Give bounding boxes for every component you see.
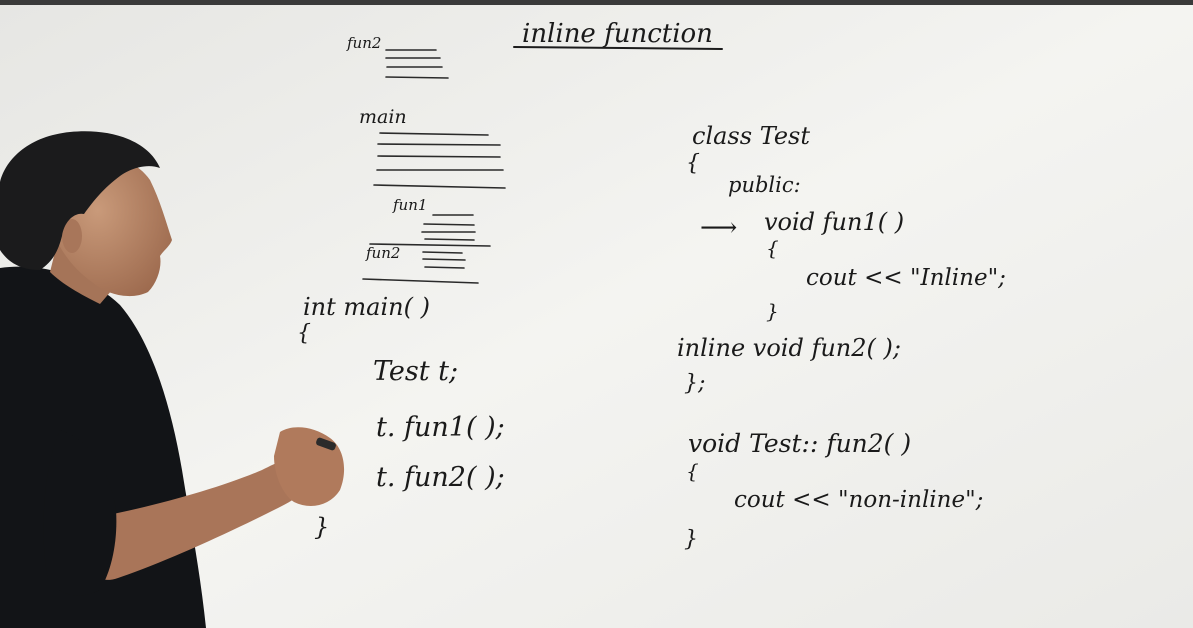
title-underline [513, 46, 723, 50]
method-fun1: void fun1( ) [764, 208, 904, 236]
pointer-arrow: ⟶ [700, 213, 737, 243]
main-line-2: t. fun1( ); [376, 412, 505, 443]
presenter-sleeve [43, 430, 117, 596]
main-line-1: Test t; [373, 356, 458, 387]
memory-sketch: fun2 main fun1 fun2 [346, 34, 506, 284]
definition-open-brace: { [686, 459, 699, 483]
main-code: int main( ) { Test t; t. fun1( ); t. fun… [297, 293, 505, 541]
fun1-label: fun1 [392, 196, 427, 214]
definition-close-brace: } [684, 527, 698, 552]
method-fun1-open: { [766, 236, 779, 260]
method-fun1-body: cout << "Inline"; [806, 265, 1006, 291]
access-specifier: public: [728, 173, 801, 197]
main-close-brace: } [314, 513, 329, 541]
inline-declaration: inline void fun2( ); [677, 334, 901, 362]
top-frame-edge [0, 0, 1193, 5]
main-signature: int main( ) [303, 293, 430, 321]
fun2-top-label: fun2 [346, 34, 381, 52]
definition-header: void Test:: fun2( ) [688, 429, 911, 458]
title: inline function [522, 19, 713, 49]
presenter [0, 131, 345, 628]
class-header: class Test [692, 122, 810, 150]
presenter-ear [62, 219, 82, 253]
class-close-brace: }; [684, 371, 705, 396]
main-label: main [359, 106, 407, 128]
presenter-hair [0, 131, 160, 270]
definition-body: cout << "non-inline"; [734, 487, 983, 513]
presenter-arm [77, 448, 324, 580]
marker-icon [316, 437, 336, 451]
class-open-brace: { [686, 151, 700, 176]
method-fun1-close: } [766, 299, 779, 323]
fun2-label: fun2 [365, 244, 400, 262]
main-line-3: t. fun2( ); [376, 462, 505, 493]
main-open-brace: { [297, 321, 311, 346]
class-code: class Test { public: ⟶ void fun1( ) { co… [677, 122, 1006, 552]
